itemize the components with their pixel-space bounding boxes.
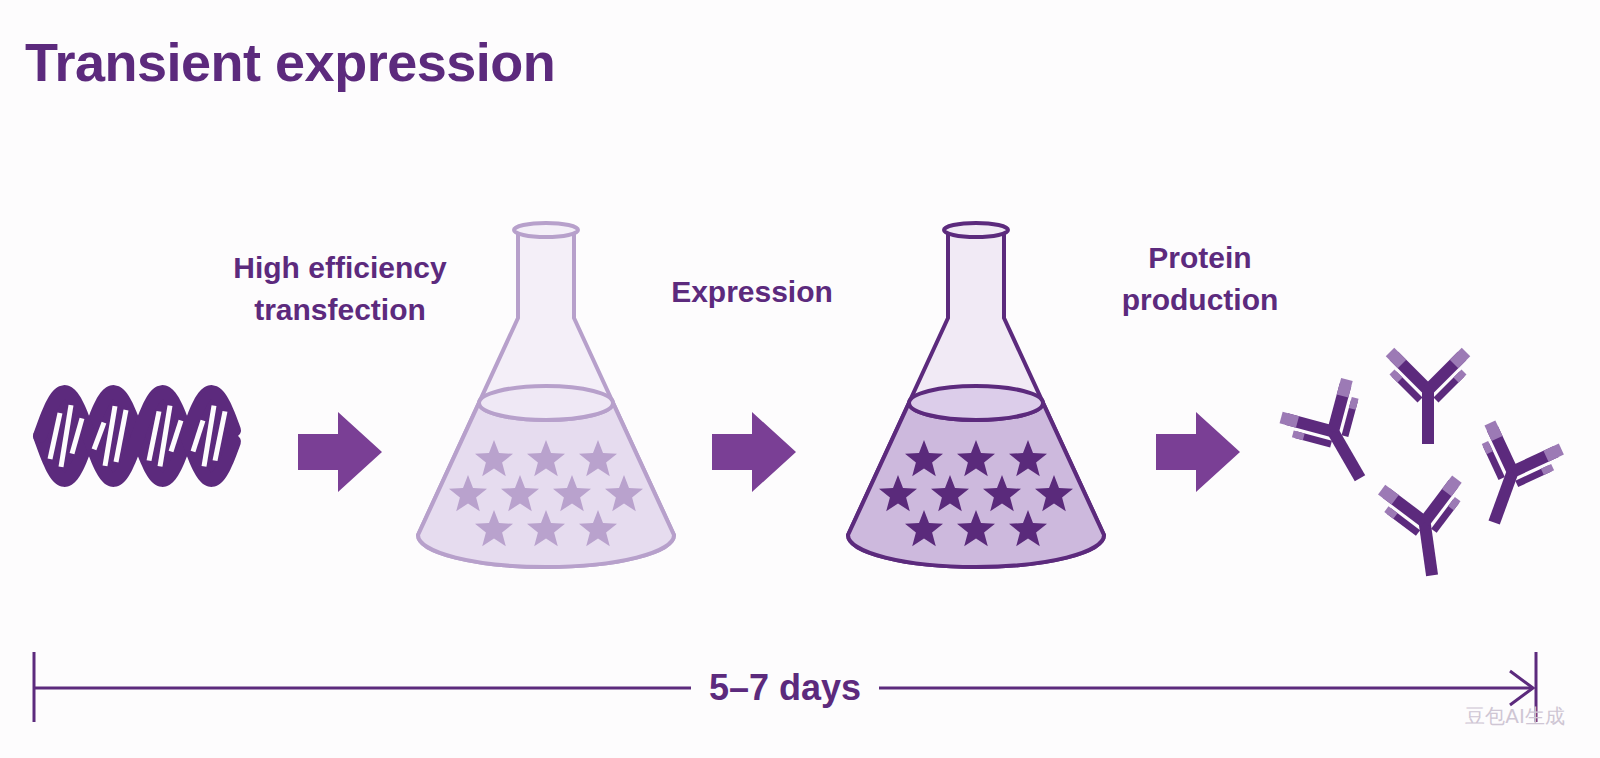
antibody	[1382, 479, 1470, 581]
helix-rung	[105, 406, 115, 466]
helix-rung	[193, 420, 203, 451]
helix-rung	[204, 406, 214, 467]
step-label: Protein production	[1080, 237, 1320, 321]
dna-helix	[40, 392, 234, 480]
flask-expressing	[848, 223, 1104, 567]
helix-strand	[40, 392, 234, 480]
cell-stars	[449, 440, 643, 546]
antibody	[1458, 423, 1561, 535]
diagram-title: Transient expression	[25, 30, 555, 95]
antibody	[1281, 380, 1393, 498]
helix-rung	[149, 411, 159, 460]
timeline	[34, 652, 1536, 722]
helix-strand	[40, 392, 234, 480]
antibodies	[1281, 352, 1561, 581]
helix-rung	[171, 420, 181, 451]
step-label: High efficiency transfection	[190, 247, 490, 331]
antibody	[1390, 352, 1466, 444]
block-arrow	[298, 412, 382, 492]
process-arrows	[298, 412, 1240, 492]
watermark: 豆包AI生成	[1465, 703, 1565, 730]
helix-rung	[160, 406, 170, 467]
helix-rung	[72, 418, 82, 453]
helix-rung	[61, 405, 71, 467]
helix-rung	[50, 413, 60, 459]
flask-transfected	[418, 223, 674, 567]
helix-rung	[116, 410, 126, 462]
helix-body	[40, 392, 234, 480]
helix-rung	[94, 423, 104, 450]
cell-stars	[879, 440, 1073, 546]
block-arrow	[712, 412, 796, 492]
helix-rung	[215, 411, 225, 460]
block-arrow	[1156, 412, 1240, 492]
step-label: Expression	[622, 271, 882, 313]
duration-label: 5–7 days	[691, 666, 879, 709]
